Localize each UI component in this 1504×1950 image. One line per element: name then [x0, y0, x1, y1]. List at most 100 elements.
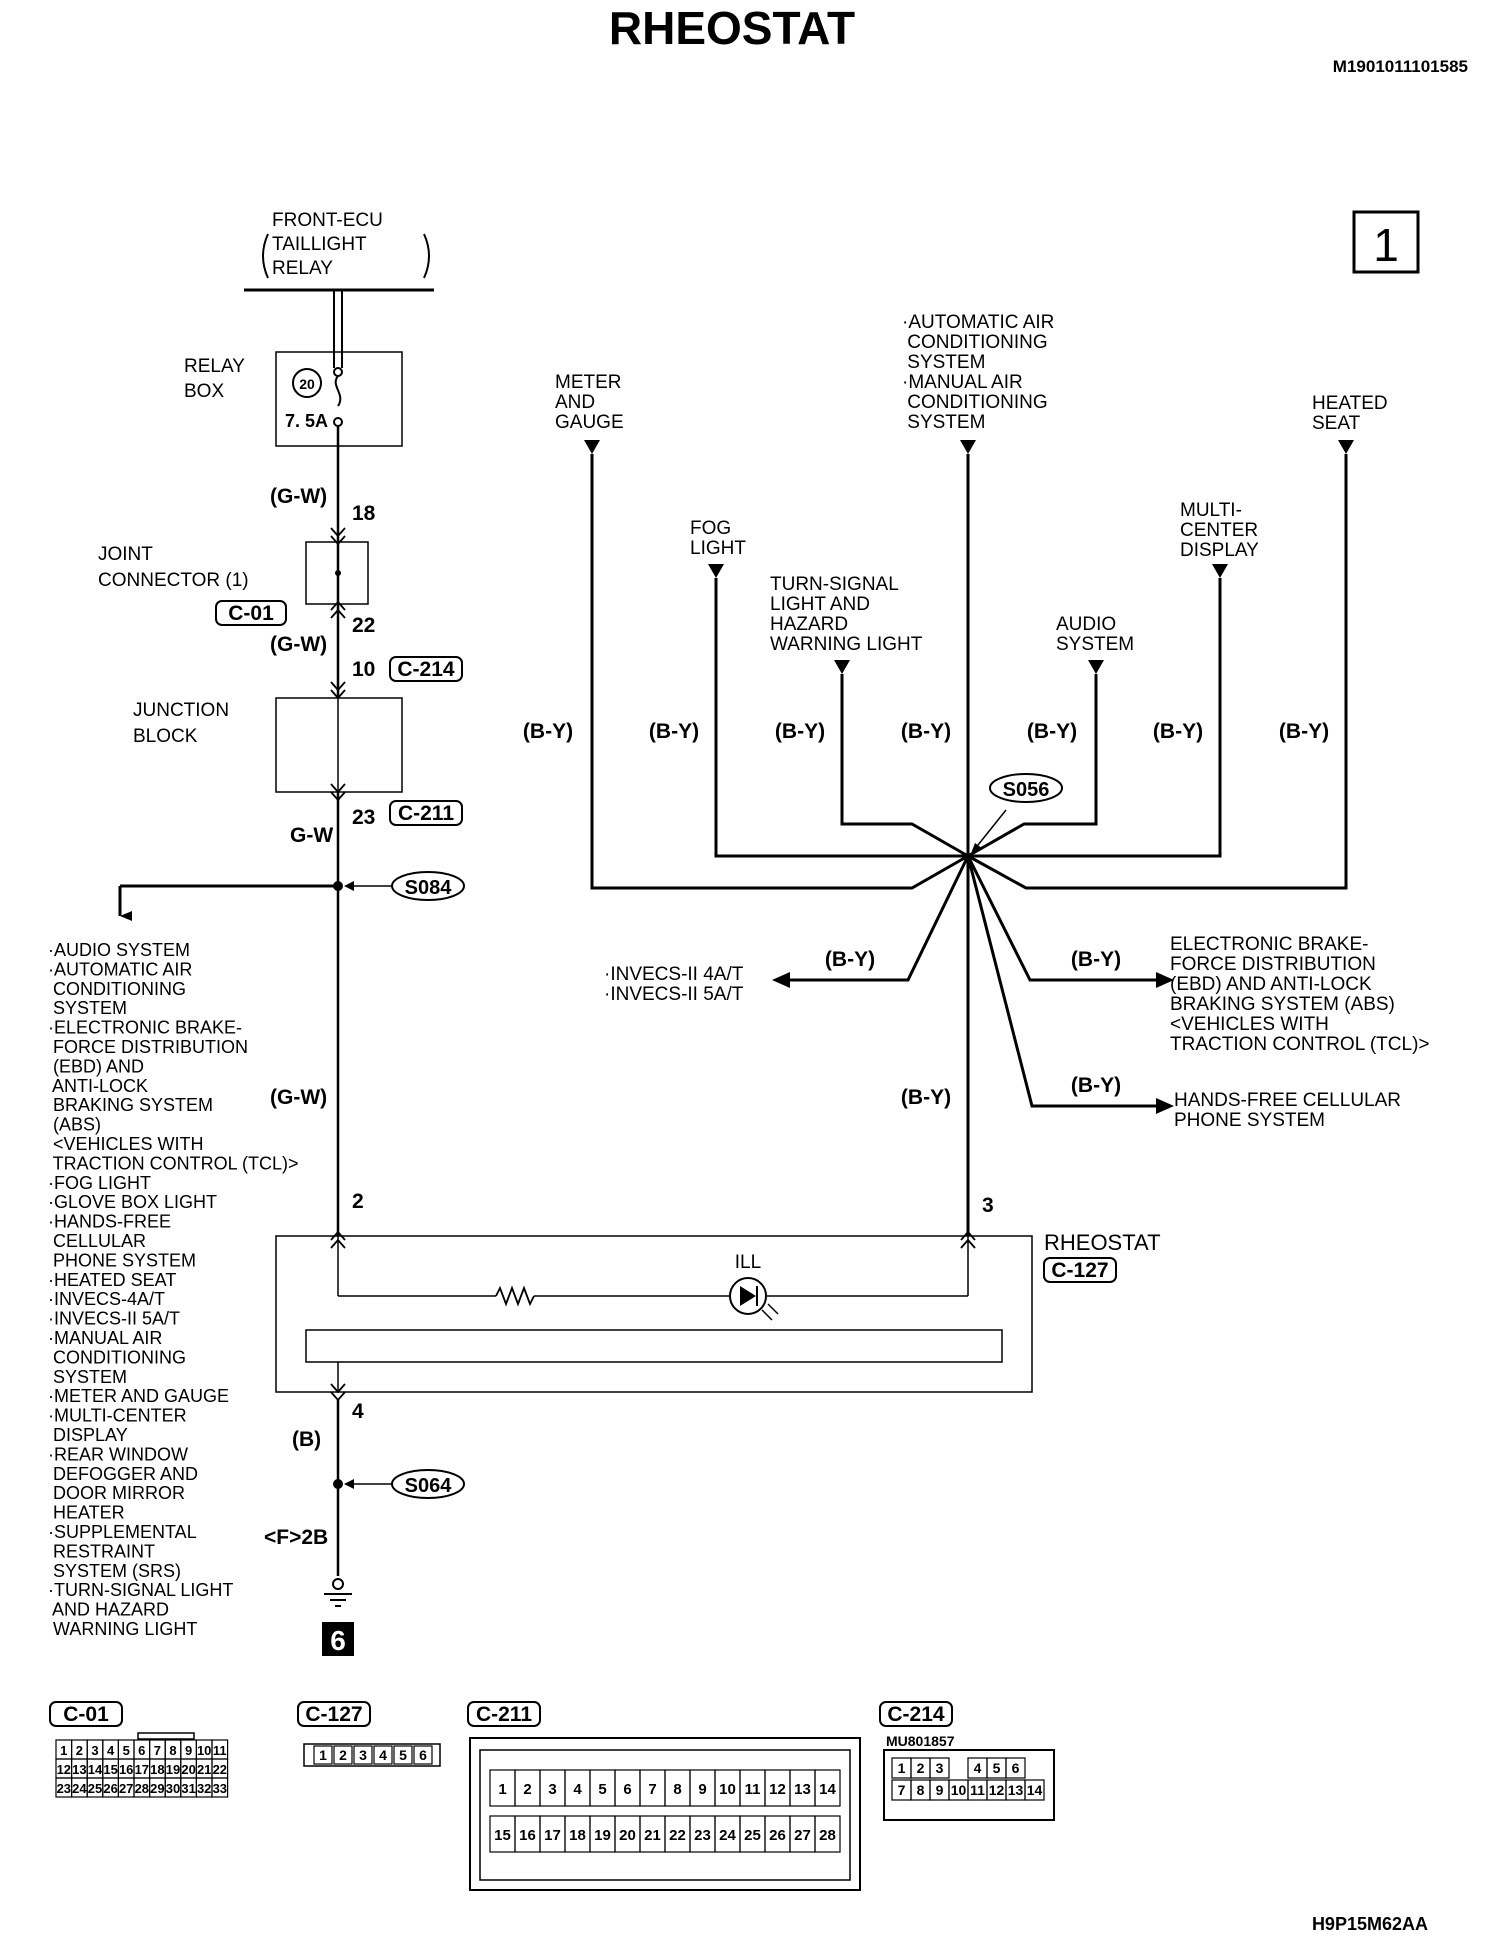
front-ecu-bracket-left	[262, 233, 269, 279]
connector-pin-number: 16	[519, 1827, 536, 1844]
arrow-handsfree	[1156, 1098, 1174, 1114]
connector-c211-tag	[389, 800, 463, 826]
connector-pin-number: 28	[135, 1781, 149, 1796]
wire-invecs	[790, 855, 970, 982]
connector-pin-number: 5	[123, 1743, 130, 1758]
rheostat-component: RHEOSTAT C-127 ILL	[275, 1230, 1161, 1402]
connector-pin-number: 5	[399, 1747, 407, 1763]
arrow-ac	[960, 440, 976, 454]
connector-c01-title: C-01	[63, 1703, 109, 1726]
left-list-line: <VEHICLES WITH	[48, 1134, 204, 1154]
left-list-line: ·ELECTRONIC BRAKE-	[48, 1018, 242, 1038]
upper-terminal-chevrons	[330, 527, 346, 802]
led-ill-label: ILL	[735, 1252, 761, 1273]
connector-pin-number: 9	[936, 1782, 944, 1798]
dest-ebd-6: TRACTION CONTROL (TCL)>	[1170, 1034, 1430, 1055]
splice-s084-label: S084	[405, 877, 453, 899]
connector-pin-number: 4	[379, 1747, 387, 1763]
connector-pin-number: 6	[138, 1743, 145, 1758]
front-ecu-bracket-right	[423, 233, 430, 279]
connector-c211-label: C-211	[398, 802, 454, 825]
connector-c214-label: C-214	[397, 658, 455, 681]
connector-pin-number: 12	[769, 1781, 786, 1798]
terminal-pin3-bottom	[960, 1238, 976, 1249]
connector-c01-title-tag	[49, 1701, 123, 1727]
splice-s056-pointer	[973, 809, 1007, 851]
connector-c211-body	[469, 1737, 861, 1891]
splice-s084-tag	[391, 871, 465, 901]
left-list-line: ·MULTI-CENTER	[48, 1406, 187, 1426]
connector-pin-number: 22	[213, 1762, 227, 1777]
connector-c211-title: C-211	[476, 1703, 532, 1726]
arrow-invecs	[772, 972, 790, 988]
arrow-turn	[834, 660, 850, 674]
connector-pin-number: 27	[794, 1827, 811, 1844]
connector-pin-number: 28	[819, 1827, 836, 1844]
left-list-line: CONDITIONING	[48, 979, 186, 999]
connector-pin-number: 18	[150, 1762, 164, 1777]
dest-turn-4: WARNING LIGHT	[770, 634, 923, 655]
wire-fog	[714, 578, 968, 858]
relay-box: RELAY BOX 20 7. 5A	[184, 290, 403, 447]
dest-meter-1: METER	[555, 372, 622, 393]
connector-pin-number: 26	[769, 1827, 786, 1844]
wire-color-by-invecs: (B-Y)	[825, 948, 875, 971]
left-list-line: CONDITIONING	[48, 1347, 186, 1367]
ground-point-label: <F>2B	[264, 1526, 328, 1549]
left-destination-list: ·AUDIO SYSTEM·AUTOMATIC AIR CONDITIONING…	[48, 940, 299, 1639]
fuse-terminal-top	[333, 367, 343, 377]
connector-pin-number: 22	[669, 1827, 686, 1844]
connector-pin-number: 6	[1012, 1760, 1020, 1776]
left-list-line: ·AUDIO SYSTEM	[48, 940, 190, 960]
led-icon-triangle	[740, 1286, 756, 1306]
pin-2: 2	[352, 1190, 364, 1213]
connector-pin-number: 10	[197, 1743, 211, 1758]
left-list-line: (EBD) AND	[48, 1056, 144, 1076]
connector-pin-number: 19	[594, 1827, 611, 1844]
connector-pin-number: 31	[181, 1781, 195, 1796]
connector-pin-cell	[313, 1745, 333, 1765]
left-list-line: SYSTEM (SRS)	[48, 1561, 181, 1581]
front-ecu-label: FRONT-ECU	[272, 210, 383, 231]
connector-pin-number: 2	[917, 1760, 925, 1776]
terminal-pin3-top	[960, 1230, 976, 1241]
connector-pin-number: 11	[213, 1743, 227, 1758]
wire-color-by-6: (B-Y)	[1153, 720, 1203, 743]
connector-pin-number: 4	[974, 1760, 982, 1776]
wire-color-by-ebd: (B-Y)	[1071, 948, 1121, 971]
connector-c214-title-tag	[879, 1701, 953, 1727]
connector-pin-number: 3	[548, 1781, 556, 1798]
connector-pin-number: 8	[169, 1743, 176, 1758]
chev-23	[330, 783, 346, 794]
connector-pin-number: 26	[103, 1781, 117, 1796]
left-list-line: FORCE DISTRIBUTION	[48, 1037, 248, 1057]
connector-pin-number: 24	[72, 1781, 87, 1796]
connector-pin-number: 30	[166, 1781, 180, 1796]
connector-pin-number: 7	[154, 1743, 161, 1758]
led-ray-2	[767, 1303, 779, 1315]
connector-pin-cell	[393, 1745, 413, 1765]
connector-pin-number: 11	[970, 1782, 985, 1798]
dest-turn-3: HAZARD	[770, 614, 848, 635]
wire-color-by-main: (B-Y)	[901, 1086, 951, 1109]
pin-22: 22	[352, 614, 375, 637]
dest-audio-1: AUDIO	[1056, 614, 1116, 635]
wire-turn	[840, 674, 969, 858]
connector-c127-body	[303, 1743, 441, 1767]
connector-pin-number: 5	[598, 1781, 606, 1798]
dest-meter-2: AND	[555, 392, 595, 413]
connector-pin-number: 11	[745, 1781, 761, 1798]
dest-fog-2: LIGHT	[690, 538, 746, 559]
pin-10: 10	[352, 658, 375, 681]
junction-block-box	[275, 697, 403, 793]
connector-pin-number: 18	[569, 1827, 586, 1844]
left-list-line: HEATER	[48, 1503, 125, 1523]
left-list-line: RESTRAINT	[48, 1541, 155, 1561]
page-number-box	[1352, 210, 1420, 274]
wire-color-by-4: (B-Y)	[901, 720, 951, 743]
connector-c01-label: C-01	[228, 602, 274, 625]
dest-multi-1: MULTI-	[1180, 500, 1242, 521]
connector-c214-body	[883, 1749, 1055, 1821]
